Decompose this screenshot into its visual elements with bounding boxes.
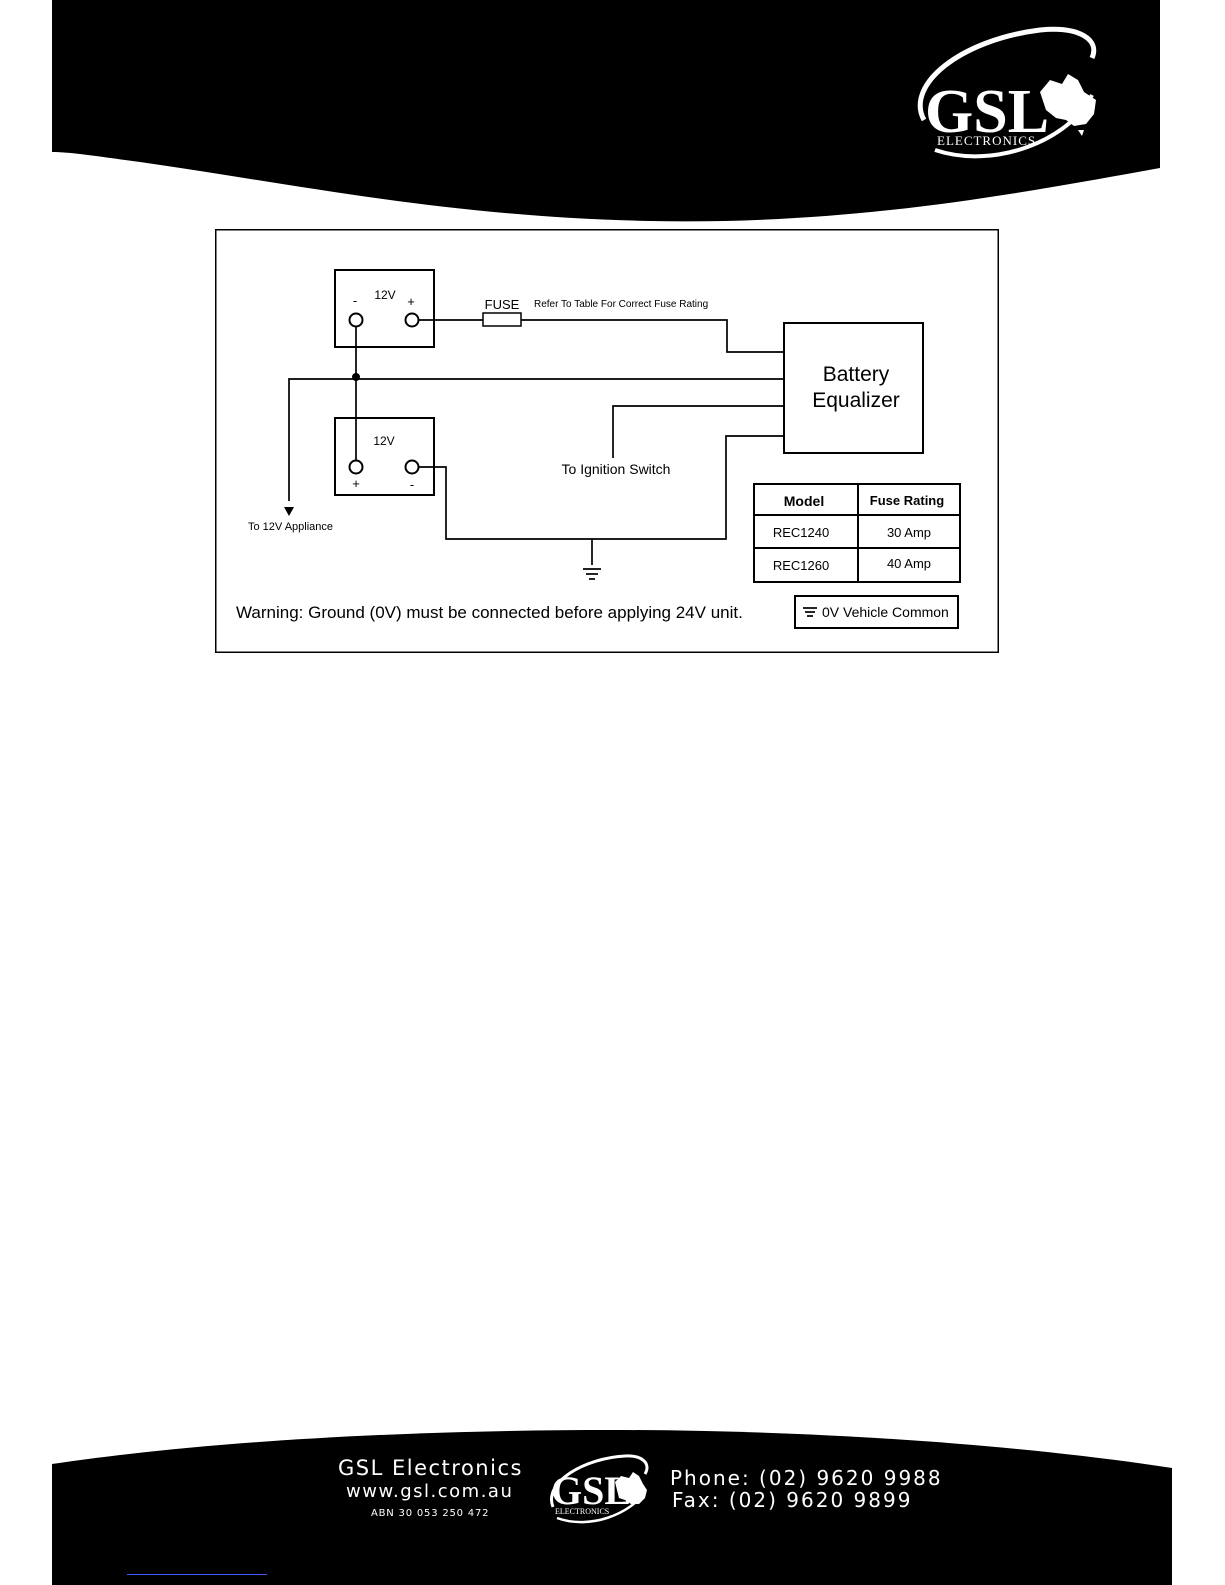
battery-bottom-pos: + [352, 476, 360, 491]
table-cell: 30 Amp [887, 525, 931, 540]
wires [288, 319, 784, 565]
wiring-diagram: 12V - + 12V + - FUSE Refer To Table For … [215, 229, 999, 653]
logo-brand: GSL [925, 78, 1049, 146]
warning-text: Warning: Ground (0V) must be connected b… [236, 603, 743, 622]
footer-gsl-logo: GSL ELECTRONICS [550, 1454, 649, 1524]
fuse-label: FUSE [485, 297, 520, 312]
ignition-label: To Ignition Switch [562, 461, 671, 477]
battery-top-neg: - [353, 293, 357, 308]
table-header-model: Model [784, 493, 824, 509]
fuse-table: Model Fuse Rating REC1240 30 Amp REC1260… [753, 483, 961, 583]
equalizer-line2: Equalizer [812, 389, 900, 412]
footer-fax: Fax: (02) 9620 9899 [672, 1488, 913, 1512]
table-cell: REC1240 [773, 525, 829, 540]
footer-website[interactable]: www.gsl.com.au [346, 1481, 514, 1502]
bottom-link-underline[interactable] [127, 1574, 267, 1575]
ground-symbol [583, 568, 601, 580]
battery-bottom-neg: - [410, 477, 414, 492]
battery-top-voltage: 12V [374, 288, 395, 302]
junction-dot [352, 373, 360, 381]
appliance-label: To 12V Appliance [248, 521, 333, 533]
legend-box: 0V Vehicle Common [794, 595, 959, 629]
footer-band [52, 1430, 1172, 1585]
header-band: GSL ELECTRONICS [0, 0, 1160, 222]
legend-text: 0V Vehicle Common [822, 604, 949, 620]
battery-equalizer-box [783, 322, 924, 454]
gsl-logo: GSL ELECTRONICS [917, 26, 1097, 159]
footer-logo-tagline: ELECTRONICS [555, 1507, 609, 1516]
footer-phone: Phone: (02) 9620 9988 [670, 1466, 943, 1490]
fuse-note: Refer To Table For Correct Fuse Rating [534, 299, 708, 310]
table-cell: REC1260 [773, 558, 829, 573]
battery-top-pos: + [407, 294, 415, 309]
logo-tagline: ELECTRONICS [937, 133, 1036, 148]
footer-abn: ABN 30 053 250 472 [371, 1508, 490, 1519]
australia-map-icon [1040, 74, 1096, 136]
battery-bottom-voltage: 12V [373, 434, 394, 448]
footer-company: GSL Electronics [338, 1456, 523, 1480]
australia-map-icon [615, 1472, 647, 1504]
equalizer-line1: Battery [823, 363, 890, 386]
table-header-fuse: Fuse Rating [870, 493, 944, 508]
appliance-arrow [284, 507, 294, 516]
table-cell: 40 Amp [887, 556, 931, 571]
battery-bottom: 12V + - [334, 417, 435, 496]
battery-top: 12V - + [334, 269, 435, 348]
